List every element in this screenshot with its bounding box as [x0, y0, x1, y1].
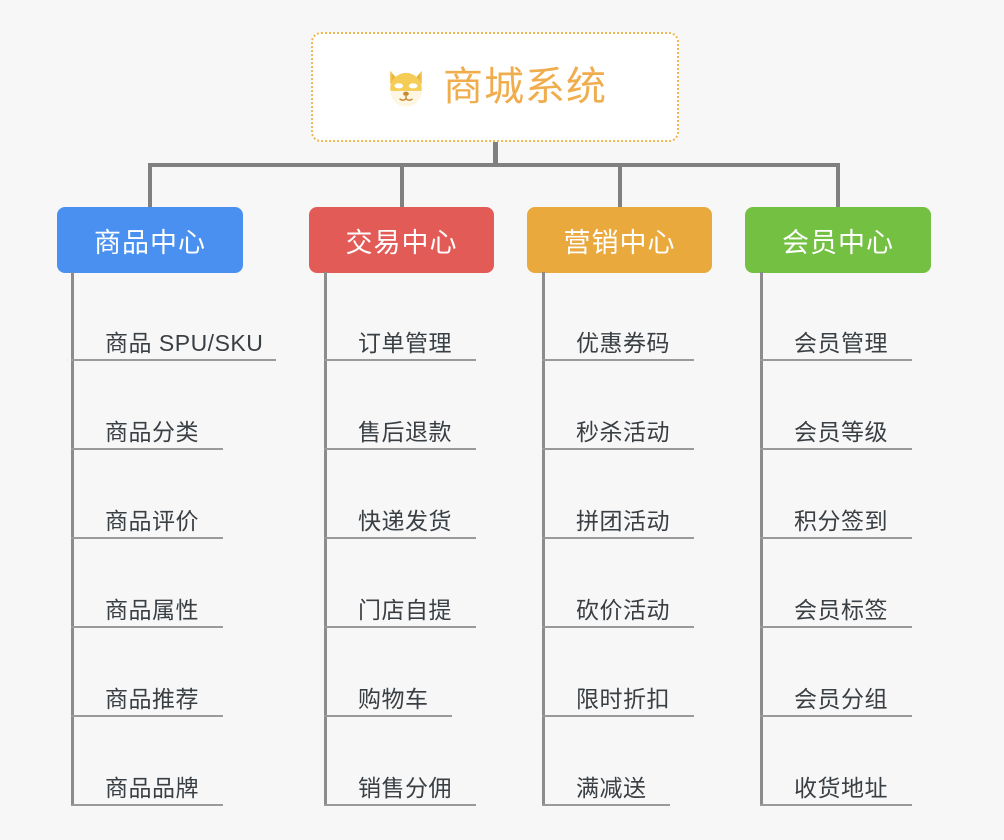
leaf-underline	[324, 448, 476, 450]
connector-drop-category-4	[836, 163, 840, 209]
leaf-label: 商品 SPU/SKU	[105, 329, 264, 356]
leaf-label: 拼团活动	[576, 507, 670, 534]
leaf-label: 会员管理	[794, 329, 888, 356]
category-box-2[interactable]: 交易中心	[309, 207, 494, 273]
leaf-label: 积分签到	[794, 507, 888, 534]
leaf-spine-4	[760, 272, 763, 806]
category-box-3[interactable]: 营销中心	[527, 207, 712, 273]
leaf-item[interactable]: 满减送	[542, 717, 670, 806]
leaf-label: 会员分组	[794, 685, 888, 712]
leaf-underline	[71, 715, 223, 717]
leaf-column-3: 优惠券码 秒杀活动 拼团活动 砍价活动 限时折扣 满减送	[542, 272, 694, 806]
leaf-label: 快递发货	[358, 507, 452, 534]
leaf-label: 商品评价	[105, 507, 199, 534]
leaf-label: 商品品牌	[105, 774, 199, 801]
leaf-underline	[71, 448, 223, 450]
leaf-underline	[324, 804, 476, 806]
leaf-item[interactable]: 优惠券码	[542, 272, 694, 361]
connector-drop-category-3	[618, 163, 622, 209]
leaf-underline	[760, 359, 912, 361]
leaf-label: 会员标签	[794, 596, 888, 623]
leaf-item[interactable]: 会员分组	[760, 628, 912, 717]
root-node-title: 商城系统	[443, 65, 607, 109]
leaf-label: 商品分类	[105, 418, 199, 445]
leaf-label: 订单管理	[358, 329, 452, 356]
leaf-item[interactable]: 购物车	[324, 628, 452, 717]
leaf-underline	[760, 537, 912, 539]
category-label-3: 营销中心	[563, 227, 676, 258]
leaf-item[interactable]: 会员管理	[760, 272, 912, 361]
leaf-label: 会员等级	[794, 418, 888, 445]
leaf-column-4: 会员管理 会员等级 积分签到 会员标签 会员分组 收货地址	[760, 272, 912, 806]
dog-face-icon	[390, 70, 422, 107]
category-label-1: 商品中心	[94, 227, 206, 258]
leaf-underline	[542, 804, 670, 806]
connector-horizontal-bus	[150, 163, 840, 167]
leaf-item[interactable]: 砍价活动	[542, 539, 694, 628]
category-box-4[interactable]: 会员中心	[745, 207, 931, 273]
leaf-underline	[324, 537, 476, 539]
leaf-spine-2	[324, 272, 327, 806]
leaf-item[interactable]: 售后退款	[324, 361, 476, 450]
leaf-label: 购物车	[358, 685, 429, 712]
leaf-spine-1	[71, 272, 74, 806]
leaf-item[interactable]: 商品推荐	[71, 628, 263, 717]
leaf-label: 限时折扣	[576, 685, 670, 712]
leaf-label: 优惠券码	[576, 329, 670, 356]
leaf-column-2: 订单管理 售后退款 快递发货 门店自提 购物车 销售分佣	[324, 272, 476, 806]
leaf-item[interactable]: 收货地址	[760, 717, 912, 806]
leaf-underline	[324, 715, 452, 717]
leaf-label: 商品推荐	[105, 685, 199, 712]
leaf-label: 砍价活动	[576, 596, 670, 623]
leaf-spine-3	[542, 272, 545, 806]
leaf-underline	[542, 537, 694, 539]
connector-root-stem	[493, 142, 498, 165]
connector-drop-category-1	[148, 163, 152, 209]
leaf-label: 满减送	[576, 774, 647, 801]
leaf-item[interactable]: 秒杀活动	[542, 361, 694, 450]
leaf-item[interactable]: 快递发货	[324, 450, 476, 539]
leaf-underline	[324, 626, 476, 628]
leaf-item[interactable]: 限时折扣	[542, 628, 694, 717]
leaf-item[interactable]: 商品品牌	[71, 717, 263, 806]
leaf-underline	[542, 715, 694, 717]
leaf-underline	[542, 626, 694, 628]
category-label-2: 交易中心	[345, 227, 458, 258]
leaf-item[interactable]: 会员标签	[760, 539, 912, 628]
leaf-item[interactable]: 销售分佣	[324, 717, 476, 806]
category-box-1[interactable]: 商品中心	[57, 207, 243, 273]
leaf-underline	[324, 359, 476, 361]
leaf-underline	[760, 448, 912, 450]
leaf-underline	[760, 626, 912, 628]
leaf-item[interactable]: 拼团活动	[542, 450, 694, 539]
leaf-item[interactable]: 积分签到	[760, 450, 912, 539]
root-node-shop-system[interactable]: 商城系统	[311, 32, 679, 142]
leaf-label: 收货地址	[794, 774, 888, 801]
leaf-label: 售后退款	[358, 418, 452, 445]
leaf-underline	[542, 448, 694, 450]
leaf-item[interactable]: 商品分类	[71, 361, 263, 450]
category-label-4: 会员中心	[782, 227, 894, 258]
leaf-item[interactable]: 商品 SPU/SKU	[71, 272, 276, 361]
leaf-underline	[71, 804, 223, 806]
leaf-item[interactable]: 商品属性	[71, 539, 263, 628]
leaf-underline	[71, 537, 223, 539]
leaf-underline	[542, 359, 694, 361]
leaf-item[interactable]: 商品评价	[71, 450, 263, 539]
leaf-label: 商品属性	[105, 596, 199, 623]
leaf-label: 门店自提	[358, 596, 452, 623]
connector-drop-category-2	[400, 163, 404, 209]
leaf-underline	[760, 715, 912, 717]
leaf-underline	[760, 804, 912, 806]
leaf-label: 秒杀活动	[576, 418, 670, 445]
leaf-item[interactable]: 订单管理	[324, 272, 476, 361]
leaf-underline	[71, 359, 276, 361]
leaf-column-1: 商品 SPU/SKU 商品分类 商品评价 商品属性 商品推荐 商品品牌	[71, 272, 276, 806]
leaf-item[interactable]: 会员等级	[760, 361, 912, 450]
leaf-item[interactable]: 门店自提	[324, 539, 476, 628]
leaf-label: 销售分佣	[358, 774, 452, 801]
leaf-underline	[71, 626, 223, 628]
